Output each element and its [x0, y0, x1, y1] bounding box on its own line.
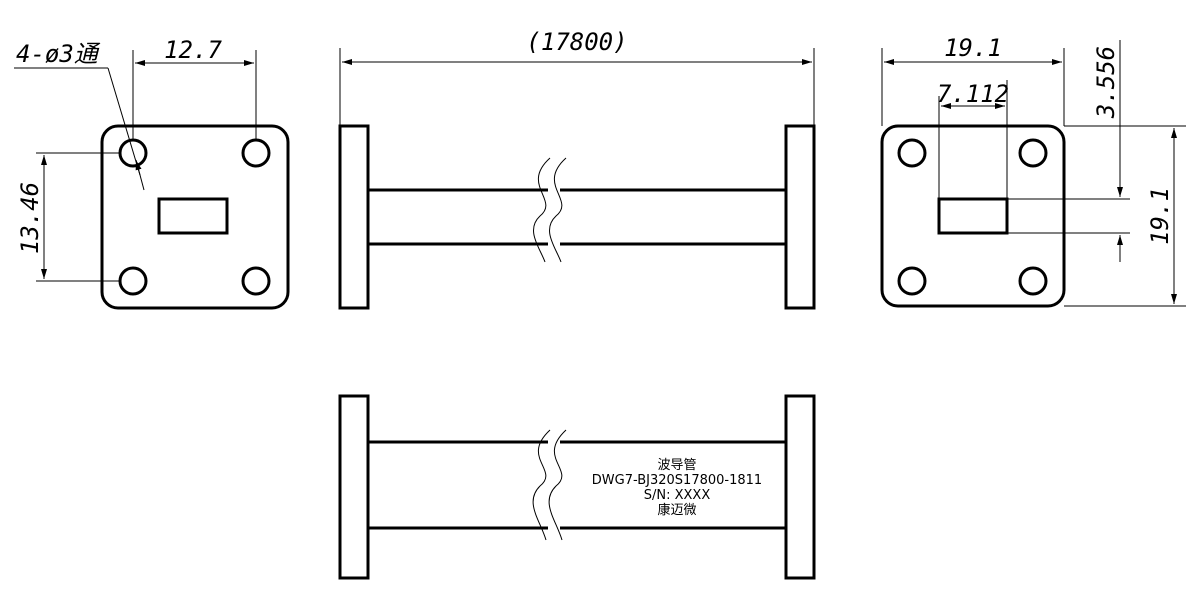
left-hole-bl — [118, 266, 148, 296]
left-flange-view: 12.7 13.46 4-ø3通 — [14, 36, 290, 310]
bottom-left-flange — [338, 394, 370, 580]
right-inner-width: 7.112 — [937, 80, 1009, 108]
left-hole-br — [241, 266, 271, 296]
bottom-break-line-2 — [548, 429, 567, 541]
right-flange-view: 19.1 7.112 3.556 19.1 — [880, 34, 1186, 308]
right-hole-tr — [1018, 138, 1048, 168]
left-height-dim: 13.46 — [16, 182, 44, 254]
label-model: DWG7-BJ320S17800-1811 — [592, 473, 762, 488]
bottom-break-line-1 — [532, 429, 551, 541]
front-right-flange — [784, 124, 816, 310]
label-serial: S/N: XXXX — [644, 488, 711, 503]
front-tube-view: (17800) — [338, 28, 816, 310]
right-overall-width: 19.1 — [944, 34, 1002, 62]
hole-note: 4-ø3通 — [16, 40, 101, 68]
left-flange-outline — [100, 124, 290, 310]
front-break-line-1 — [533, 157, 551, 263]
right-hole-tl — [897, 138, 927, 168]
hole-note-arrow — [135, 159, 145, 191]
right-waveguide-opening — [937, 197, 1009, 235]
label-maker: 康迈微 — [657, 502, 696, 518]
right-inner-height: 3.556 — [1092, 46, 1120, 119]
front-length-dim: (17800) — [526, 28, 627, 56]
left-width-dim: 12.7 — [164, 36, 222, 64]
bottom-right-flange — [784, 394, 816, 580]
hole-note-leader — [107, 67, 141, 176]
bottom-tube-view: 波导管 DWG7-BJ320S17800-1811 S/N: XXXX 康迈微 — [338, 394, 816, 580]
label-name: 波导管 — [657, 458, 696, 473]
front-break-line-2 — [549, 157, 567, 263]
right-hole-bl — [897, 266, 927, 296]
left-waveguide-opening — [157, 197, 229, 235]
left-hole-tr — [241, 138, 271, 168]
right-hole-br — [1018, 266, 1048, 296]
right-overall-height: 19.1 — [1146, 187, 1174, 245]
front-left-flange — [338, 124, 370, 310]
right-flange-outline — [880, 124, 1066, 308]
